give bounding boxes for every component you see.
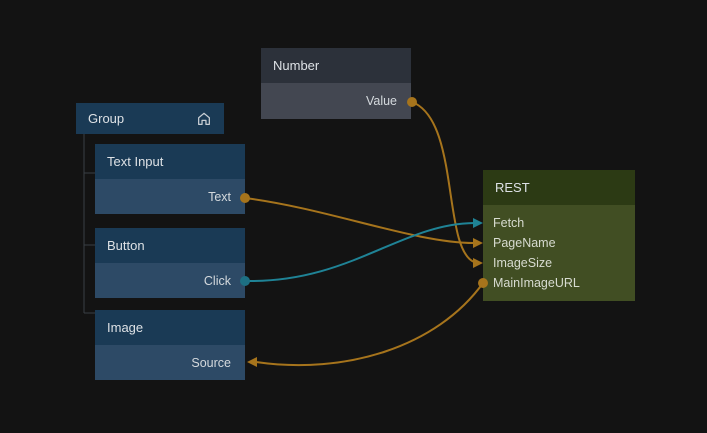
port-label: PageName [493,236,556,250]
node-rest-body: Fetch PageName ImageSize MainImageURL [483,205,635,301]
port-label: Source [191,355,231,370]
home-icon[interactable] [196,111,212,127]
wire-number-value-to-rest-imagesize[interactable] [411,101,475,263]
port-rest-pagename[interactable]: PageName [483,233,635,253]
node-image[interactable]: Image Source [95,310,245,380]
port-label: Text [208,189,231,204]
node-rest-title: REST [495,180,530,195]
node-text-input-header[interactable]: Text Input [95,144,245,179]
port-label: Fetch [493,216,525,230]
arrowhead-rest-fetch [473,218,483,228]
port-image-source[interactable]: Source [95,345,245,380]
node-rest[interactable]: REST Fetch PageName ImageSize MainImageU… [483,170,635,301]
port-text-input-text[interactable]: Text [95,179,245,214]
port-number-value[interactable]: Value [261,83,411,119]
wire-rest-mainimageurl-to-image-source[interactable] [255,282,484,367]
port-label: MainImageURL [493,276,580,290]
node-image-header[interactable]: Image [95,310,245,345]
group-tree-lines [83,134,95,314]
node-group[interactable]: Group [76,103,224,134]
port-label: Click [203,273,231,288]
arrowhead-rest-pagename [473,238,483,248]
node-group-header[interactable]: Group [76,103,224,134]
wire-button-click-to-rest-fetch[interactable] [244,222,475,283]
node-number[interactable]: Number Value [261,48,411,119]
node-image-title: Image [107,320,144,335]
port-rest-fetch[interactable]: Fetch [483,213,635,233]
port-label: ImageSize [493,256,553,270]
node-button[interactable]: Button Click [95,228,245,298]
node-group-title: Group [88,111,125,126]
port-rest-imagesize[interactable]: ImageSize [483,253,635,273]
port-button-click[interactable]: Click [95,263,245,298]
node-text-input[interactable]: Text Input Text [95,144,245,214]
arrowhead-rest-imagesize [473,258,483,268]
arrowhead-image-source [247,357,257,367]
node-text-input-title: Text Input [107,154,164,169]
wire-textinput-text-to-rest-pagename[interactable] [244,197,475,244]
node-rest-header[interactable]: REST [483,170,635,205]
node-button-header[interactable]: Button [95,228,245,263]
port-label: Value [365,94,397,108]
node-number-title: Number [273,58,320,73]
node-button-title: Button [107,238,145,253]
node-number-header[interactable]: Number [261,48,411,83]
port-rest-mainimageurl[interactable]: MainImageURL [483,273,635,293]
